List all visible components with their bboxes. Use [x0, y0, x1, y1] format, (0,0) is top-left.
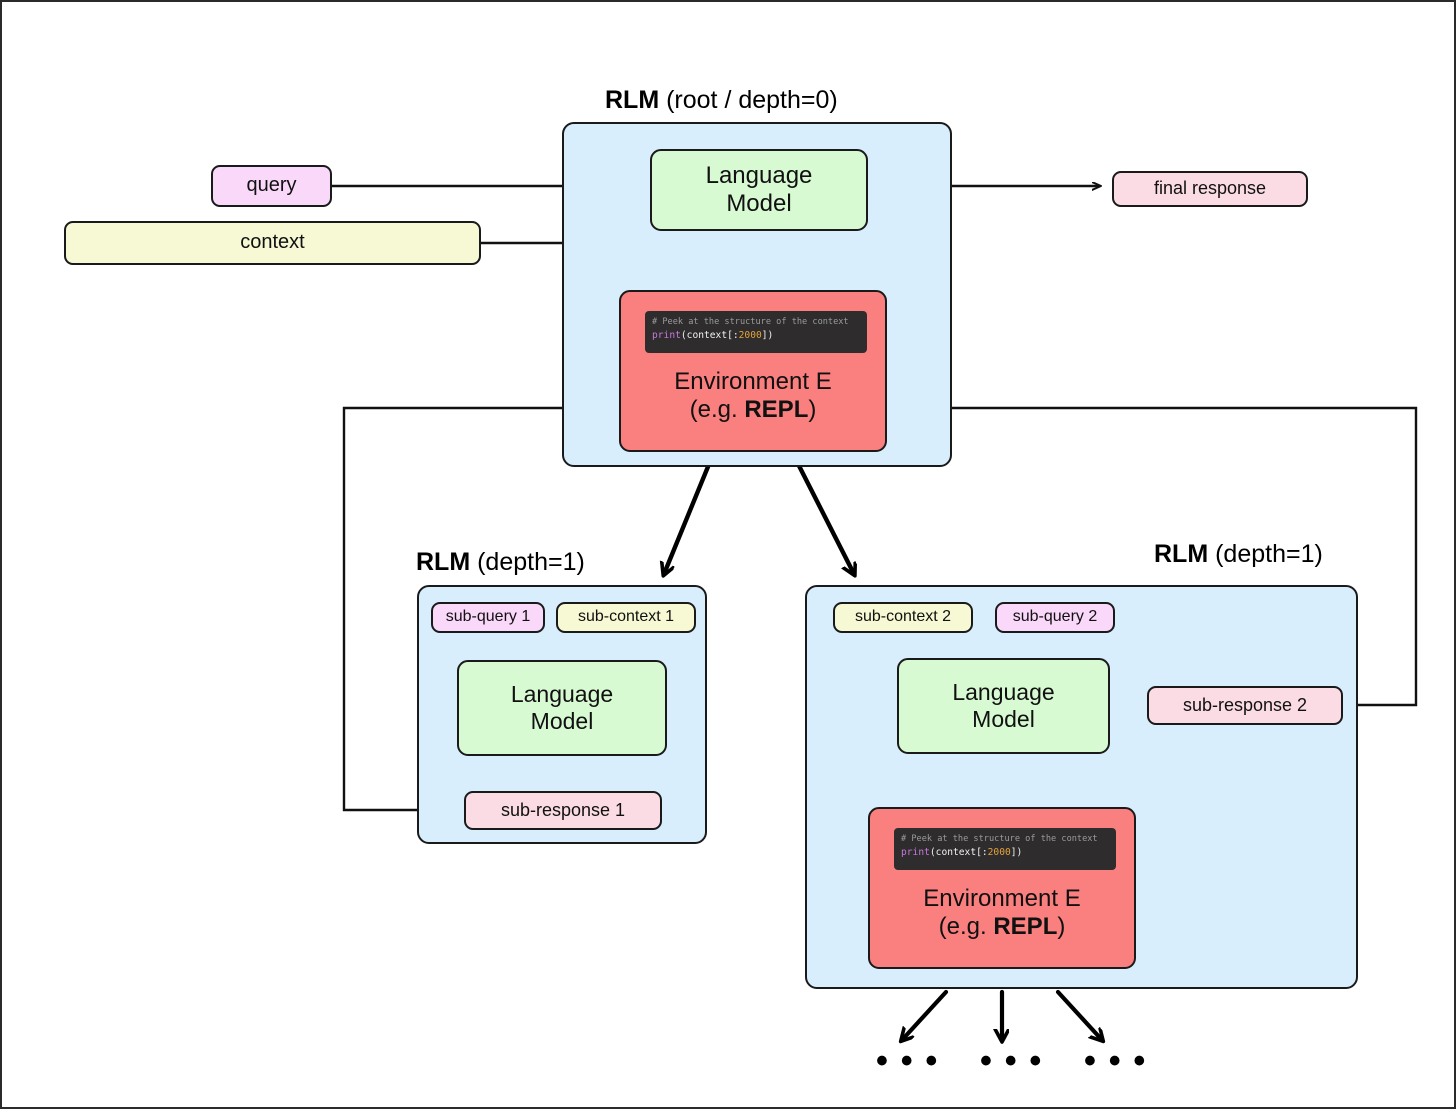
- right-child-code-comment-line: # Peek at the structure of the context: [901, 833, 1109, 846]
- sub-context-1-box[interactable]: sub-context 1: [556, 602, 696, 633]
- right-child-env-bold: REPL: [993, 913, 1058, 941]
- root-code-comment: # Peek at the structure of the context: [652, 317, 849, 327]
- sub-query-2-box[interactable]: sub-query 2: [995, 602, 1115, 633]
- root-lm-label-line1: Language: [705, 161, 813, 189]
- root-code-mid: (context[:: [680, 330, 739, 342]
- root-env-line1: Environment E: [674, 368, 832, 395]
- right-child-code-number: 2000: [987, 847, 1011, 859]
- query-box[interactable]: query: [211, 165, 332, 207]
- right-child-code-comment: # Peek at the structure of the context: [901, 834, 1098, 844]
- root-rlm-title: RLM (root / depth=0): [605, 86, 838, 115]
- right-child-lm-label-line1: Language: [952, 678, 1055, 705]
- sub-context-2-box[interactable]: sub-context 2: [833, 602, 973, 633]
- left-child-rlm-title: RLM (depth=1): [416, 548, 585, 577]
- sub-query-2-label: sub-query 2: [1012, 608, 1098, 626]
- sub-response-1-box[interactable]: sub-response 1: [464, 791, 662, 830]
- root-code-snippet: # Peek at the structure of the context p…: [645, 311, 867, 353]
- wire-spawn-left-child: [664, 449, 717, 574]
- right-child-rlm-title: RLM (depth=1): [1154, 540, 1323, 569]
- root-lm-label-line2: Model: [726, 190, 792, 217]
- root-env-prefix: (e.g.: [689, 396, 745, 424]
- sub-response-2-box[interactable]: sub-response 2: [1147, 686, 1343, 725]
- leaf-ellipsis-3: • • •: [1084, 1042, 1149, 1080]
- sub-query-1-box[interactable]: sub-query 1: [431, 602, 545, 633]
- leaf-ellipsis-1: • • •: [876, 1042, 941, 1080]
- root-env-title-block: Environment E (e.g. REPL): [621, 368, 885, 425]
- sub-context-2-label: sub-context 2: [854, 608, 952, 626]
- root-rlm-title-bold: RLM: [605, 86, 660, 114]
- context-label: context: [240, 231, 305, 254]
- right-child-env-line1: Environment E: [923, 885, 1081, 912]
- right-child-environment-box[interactable]: # Peek at the structure of the context p…: [868, 807, 1136, 969]
- root-rlm-title-rest: (root / depth=0): [659, 86, 838, 114]
- wire-leaf-1: [902, 989, 949, 1040]
- left-child-rlm-title-rest: (depth=1): [470, 548, 585, 576]
- right-child-code-call-line: print(context[:2000]): [901, 846, 1109, 861]
- wire-leaf-3: [1055, 989, 1102, 1040]
- sub-query-1-label: sub-query 1: [445, 608, 531, 626]
- right-child-rlm-title-rest: (depth=1): [1208, 540, 1323, 568]
- root-code-number: 2000: [738, 330, 762, 342]
- final-response-label: final response: [1153, 178, 1267, 199]
- right-child-code-fn: print: [901, 847, 930, 859]
- right-child-env-prefix: (e.g.: [938, 913, 994, 941]
- root-env-bold: REPL: [744, 396, 809, 424]
- leaf-ellipsis-2: • • •: [980, 1042, 1045, 1080]
- left-child-rlm-title-bold: RLM: [416, 548, 471, 576]
- left-child-lm-label-line1: Language: [510, 680, 614, 707]
- left-child-language-model-box[interactable]: Language Model: [457, 660, 667, 756]
- right-child-env-suffix: ): [1057, 913, 1066, 941]
- root-language-model-box[interactable]: Language Model: [650, 149, 868, 231]
- wire-spawn-right-child: [789, 449, 854, 574]
- sub-response-2-label: sub-response 2: [1182, 694, 1308, 715]
- root-env-line2: (e.g. REPL): [621, 396, 885, 424]
- left-child-lm-label-line2: Model: [530, 708, 594, 734]
- right-child-lm-label-line2: Model: [972, 706, 1035, 732]
- right-child-code-snippet: # Peek at the structure of the context p…: [894, 828, 1116, 870]
- root-env-suffix: ): [808, 396, 817, 424]
- right-child-code-mid: (context[:: [929, 847, 988, 859]
- sub-context-1-label: sub-context 1: [577, 608, 675, 626]
- root-environment-box[interactable]: # Peek at the structure of the context p…: [619, 290, 887, 452]
- root-code-call-line: print(context[:2000]): [652, 329, 860, 344]
- root-code-comment-line: # Peek at the structure of the context: [652, 316, 860, 329]
- right-child-env-line2: (e.g. REPL): [870, 913, 1134, 941]
- right-child-env-title-block: Environment E (e.g. REPL): [870, 885, 1134, 942]
- context-box[interactable]: context: [64, 221, 481, 265]
- root-code-tail: ]): [761, 330, 774, 342]
- right-child-rlm-title-bold: RLM: [1154, 540, 1209, 568]
- right-child-language-model-box[interactable]: Language Model: [897, 658, 1110, 754]
- query-label: query: [246, 174, 297, 197]
- sub-response-1-label: sub-response 1: [500, 799, 626, 820]
- root-code-fn: print: [652, 330, 681, 342]
- final-response-box[interactable]: final response: [1112, 171, 1308, 207]
- right-child-code-tail: ]): [1010, 847, 1023, 859]
